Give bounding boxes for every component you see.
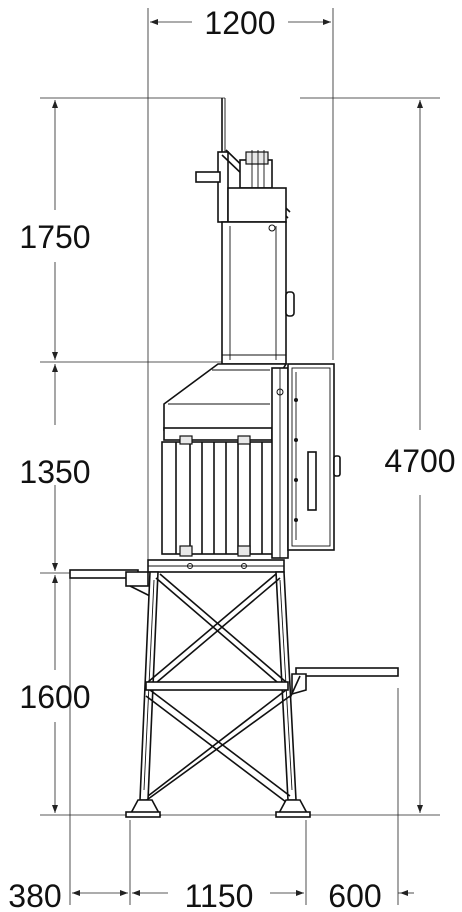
dim-top-width: 1200 (204, 5, 275, 41)
dim-upper-height: 1750 (19, 219, 90, 255)
dim-left-platform: 380 (8, 878, 61, 912)
machine-drawing (69, 98, 399, 818)
dimension-lines (40, 8, 440, 905)
dim-base-width: 1150 (185, 878, 254, 912)
dim-total-height: 4700 (384, 443, 455, 479)
dim-middle-height: 1350 (19, 454, 90, 490)
dim-lower-height: 1600 (19, 679, 90, 715)
dim-right-platform: 600 (328, 878, 381, 912)
